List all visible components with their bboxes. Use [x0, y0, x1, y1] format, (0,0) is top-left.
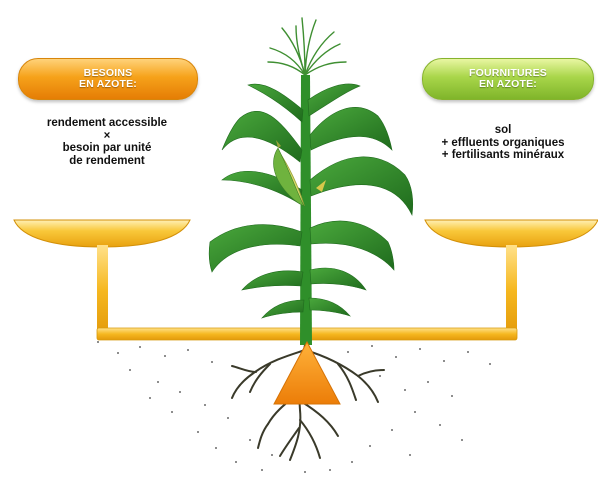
corn-plant [208, 17, 414, 345]
right-pan [424, 219, 598, 248]
besoins-heading-line-1: BESOINS [83, 67, 133, 79]
besoins-formula: rendement accessible × besoin par unité … [12, 117, 202, 167]
fournitures-heading-line-2: EN AZOTE: [479, 78, 537, 90]
left-post [97, 245, 108, 335]
pivot-triangle [273, 340, 341, 405]
left-pan [13, 219, 191, 248]
besoins-formula-line: × [103, 129, 111, 142]
corn-cob [273, 140, 326, 207]
fournitures-formula-line: sol [494, 124, 512, 136]
fournitures-heading: FOURNITURES EN AZOTE: [422, 58, 594, 100]
fournitures-formula-line: + fertilisants minéraux [441, 149, 565, 161]
right-post [506, 245, 517, 335]
fournitures-formula-line: + effluents organiques [441, 136, 565, 149]
plant-roots [231, 344, 385, 461]
besoins-heading-line-2: EN AZOTE: [79, 78, 137, 90]
corn-leaves [208, 83, 414, 319]
besoins-formula-line: de rendement [69, 154, 145, 167]
besoins-heading: BESOINS EN AZOTE: [18, 58, 198, 100]
besoins-formula-line: rendement accessible [46, 117, 168, 129]
besoins-formula-line: besoin par unité [62, 142, 152, 154]
corn-tassel [267, 17, 347, 76]
fournitures-heading-line-1: FOURNITURES [468, 67, 548, 79]
corn-stalk [300, 75, 312, 345]
fournitures-formula: sol + effluents organiques + fertilisant… [410, 124, 596, 162]
soil-dots [97, 341, 491, 473]
